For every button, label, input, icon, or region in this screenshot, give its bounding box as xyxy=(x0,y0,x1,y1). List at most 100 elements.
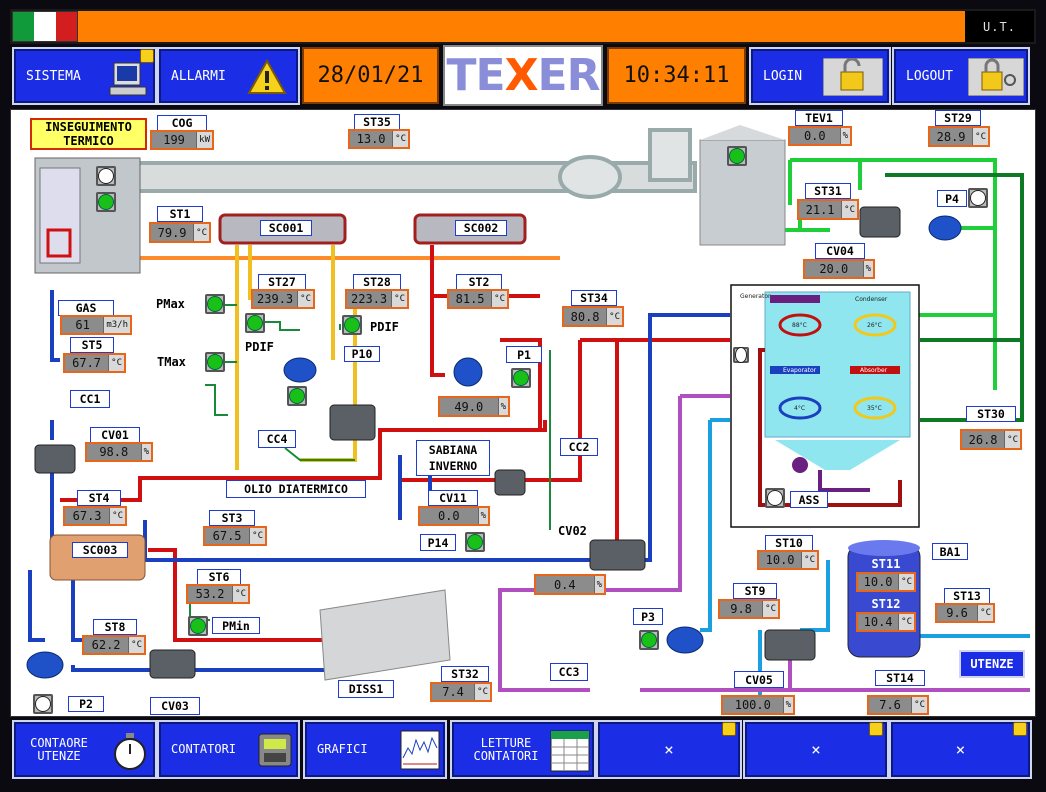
st14-tag: ST14 xyxy=(875,670,925,686)
st34-unit: °C xyxy=(606,308,622,325)
contaore-utenze-button[interactable]: CONTAORE UTENZE xyxy=(12,720,157,779)
st10-tag: ST10 xyxy=(765,535,813,551)
st13-number: 9.6 xyxy=(946,606,968,620)
st29-number: 28.9 xyxy=(936,129,966,144)
p1-speed-value: 49.0% xyxy=(438,396,510,417)
sc001-tag: SC001 xyxy=(260,220,312,236)
st32-number: 7.4 xyxy=(442,685,464,699)
st32-unit: °C xyxy=(474,684,490,700)
st30-tag: ST30 xyxy=(966,406,1016,422)
p3-tag: P3 xyxy=(633,608,663,625)
st2-number: 81.5 xyxy=(455,292,485,306)
st9-number: 9.8 xyxy=(730,602,752,616)
cv05-unit: % xyxy=(782,697,793,713)
cv04-value: 20.0% xyxy=(803,259,875,279)
date-display: 28/01/21 xyxy=(302,47,439,104)
lock-icon xyxy=(869,722,883,736)
utenze-button[interactable]: UTENZE xyxy=(959,650,1025,678)
cv01-number: 98.8 xyxy=(99,445,129,459)
inseguimento-termico-label[interactable]: INSEGUIMENTO TERMICO xyxy=(30,118,147,150)
st29-tag: ST29 xyxy=(935,110,981,126)
st3-tag: ST3 xyxy=(209,510,255,526)
p3-led xyxy=(639,630,659,650)
cv01-tag: CV01 xyxy=(90,427,140,443)
condenser-label: Condenser xyxy=(855,296,888,303)
st30-unit: °C xyxy=(1004,431,1020,448)
cv02-value: 0.4% xyxy=(534,574,606,595)
st27-value: 239.3°C xyxy=(251,289,315,309)
st5-unit: °C xyxy=(108,355,124,371)
placeholder-button-2[interactable]: × xyxy=(743,720,889,779)
p14-led xyxy=(465,532,485,552)
sistema-button[interactable]: SISTEMA xyxy=(12,47,157,105)
st30-value: 26.8°C xyxy=(960,429,1022,450)
st28-tag: ST28 xyxy=(353,274,401,290)
st5-number: 67.7 xyxy=(72,356,102,370)
st8-value: 62.2°C xyxy=(82,635,146,655)
tev1-number: 0.0 xyxy=(803,129,826,143)
p10-tag: P10 xyxy=(344,346,380,362)
login-button[interactable]: LOGIN xyxy=(749,47,891,105)
contatori-button[interactable]: CONTATORI xyxy=(157,720,300,779)
cv11-number: 0.0 xyxy=(437,509,460,523)
cv04-tag: CV04 xyxy=(815,243,865,259)
user-label: U.T. xyxy=(965,11,1034,42)
st9-value: 9.8 °C xyxy=(718,599,780,619)
ass-tag: ASS xyxy=(790,491,828,508)
p14-tag: P14 xyxy=(420,534,456,551)
tev1-tag: TEV1 xyxy=(795,110,843,126)
spreadsheet-icon xyxy=(550,730,590,772)
st13-value: 9.6°C xyxy=(935,603,995,623)
placeholder-button-1[interactable]: × xyxy=(596,720,742,779)
pmax-led xyxy=(205,294,225,314)
st9-unit: °C xyxy=(762,601,778,617)
st11-number: 10.0 xyxy=(863,575,893,589)
cc3-tag: CC3 xyxy=(550,663,588,681)
st31-unit: °C xyxy=(841,201,857,218)
cv04-unit: % xyxy=(862,261,873,277)
st2-value: 81.5°C xyxy=(447,289,509,309)
chp-status-green-led xyxy=(96,192,116,212)
tmax-led xyxy=(205,352,225,372)
letture-contatori-button[interactable]: LETTURE CONTATORI xyxy=(450,720,596,779)
st35-value: 13.0°C xyxy=(348,129,410,149)
p10-led xyxy=(287,386,307,406)
computer-icon xyxy=(109,62,147,96)
placeholder-button-3[interactable]: × xyxy=(889,720,1032,779)
cv03-tag: CV03 xyxy=(150,697,200,715)
st3-value: 67.5°C xyxy=(203,526,267,546)
logout-button[interactable]: LOGOUT xyxy=(892,47,1030,105)
cv04-number: 20.0 xyxy=(819,262,849,276)
cog-tag: COG xyxy=(157,115,207,131)
lock-icon xyxy=(1013,722,1027,736)
pdif2-led xyxy=(342,315,362,335)
sc002-tag: SC002 xyxy=(455,220,507,236)
cv01-value: 98.8% xyxy=(85,442,153,462)
contaore-label: CONTAORE UTENZE xyxy=(30,735,88,763)
warning-icon xyxy=(247,59,287,94)
abs-temp: 35°C xyxy=(867,405,882,412)
st4-number: 67.3 xyxy=(72,509,102,523)
italian-flag-icon[interactable] xyxy=(12,11,78,42)
gas-tag: GAS xyxy=(58,300,114,316)
olio-diatermico-tag: OLIO DIATERMICO xyxy=(226,480,366,498)
p2-tag: P2 xyxy=(68,696,104,712)
st3-number: 67.5 xyxy=(212,529,242,543)
tower-led xyxy=(727,146,747,166)
cv11-tag: CV11 xyxy=(428,490,478,506)
tev1-unit: % xyxy=(839,128,850,144)
allarmi-button[interactable]: ALLARMI xyxy=(157,47,300,105)
grafici-button[interactable]: GRAFICI xyxy=(303,720,447,779)
diss1-tag: DISS1 xyxy=(338,680,394,698)
st11-unit: °C xyxy=(898,574,914,590)
grafici-label: GRAFICI xyxy=(317,742,368,756)
st34-tag: ST34 xyxy=(571,290,617,306)
st28-unit: °C xyxy=(391,291,407,307)
st11-tag: ST11 xyxy=(871,557,901,571)
generator-label: Generator xyxy=(740,293,771,300)
st27-tag: ST27 xyxy=(258,274,306,290)
p4-led xyxy=(968,188,988,208)
gas-unit: m3/h xyxy=(103,317,130,333)
